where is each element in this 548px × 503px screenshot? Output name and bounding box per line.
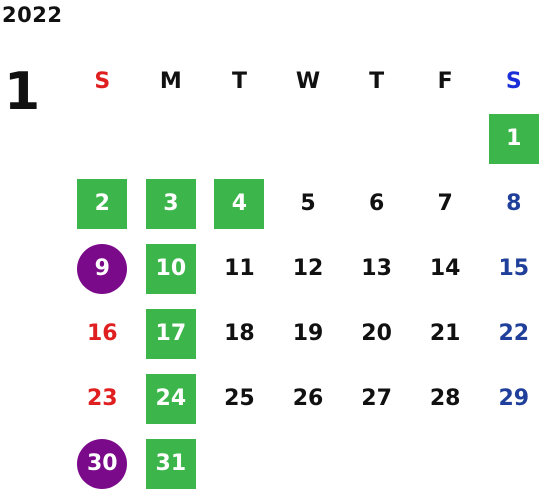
- weekday-header: S M T W T F S: [68, 56, 548, 106]
- week-row: 16 17 18 19 20 21 22: [68, 301, 548, 366]
- day-cell-3[interactable]: 3: [137, 178, 206, 229]
- day-cell-30[interactable]: 30: [68, 438, 137, 489]
- day-cell-2[interactable]: 2: [68, 178, 137, 229]
- day-number: 1: [488, 113, 539, 164]
- week-row: 23 24 25 26 27 28 29: [68, 366, 548, 431]
- day-number: 17: [145, 308, 196, 359]
- year-label: 2022: [2, 3, 63, 27]
- day-cell-6[interactable]: 6: [342, 179, 411, 229]
- empty-day-cell: [342, 439, 411, 489]
- weekday-thu: T: [369, 68, 385, 94]
- day-cell-26[interactable]: 26: [274, 374, 343, 424]
- empty-day-cell: [274, 439, 343, 489]
- day-cell-27[interactable]: 27: [342, 374, 411, 424]
- day-cell-18[interactable]: 18: [205, 309, 274, 359]
- day-number: 21: [429, 321, 461, 346]
- day-number: 12: [292, 256, 324, 281]
- day-number: 19: [292, 321, 324, 346]
- empty-day-cell: [342, 114, 411, 164]
- day-cell-11[interactable]: 11: [205, 244, 274, 294]
- day-cell-1[interactable]: 1: [479, 113, 548, 164]
- empty-day-cell: [274, 114, 343, 164]
- day-cell-19[interactable]: 19: [274, 309, 343, 359]
- day-number: 4: [214, 178, 265, 229]
- day-number: 10: [145, 243, 196, 294]
- day-cell-8[interactable]: 8: [479, 179, 548, 229]
- empty-day-cell: [205, 114, 274, 164]
- weekday-tue: T: [231, 68, 247, 94]
- day-number: 30: [77, 438, 128, 489]
- day-number: 24: [145, 373, 196, 424]
- empty-day-cell: [68, 114, 137, 164]
- day-cell-5[interactable]: 5: [274, 179, 343, 229]
- day-cell-9[interactable]: 9: [68, 243, 137, 294]
- day-cell-21[interactable]: 21: [411, 309, 480, 359]
- day-cell-14[interactable]: 14: [411, 244, 480, 294]
- day-number: 18: [224, 321, 255, 346]
- day-number: 9: [77, 243, 128, 294]
- month-number: 1: [4, 62, 41, 122]
- week-row: 1: [68, 106, 548, 171]
- day-number: 14: [429, 256, 461, 281]
- empty-day-cell: [411, 439, 480, 489]
- day-cell-13[interactable]: 13: [342, 244, 411, 294]
- day-number: 31: [145, 438, 196, 489]
- day-cell-22[interactable]: 22: [479, 309, 548, 359]
- day-number: 5: [300, 191, 316, 216]
- day-number: 20: [361, 321, 392, 346]
- day-cell-12[interactable]: 12: [274, 244, 343, 294]
- day-number: 11: [224, 256, 255, 281]
- day-number: 23: [86, 386, 118, 411]
- day-number: 16: [86, 321, 118, 346]
- day-cell-28[interactable]: 28: [411, 374, 480, 424]
- day-number: 13: [361, 256, 392, 281]
- day-number: 2: [77, 178, 128, 229]
- empty-day-cell: [137, 114, 206, 164]
- day-cell-23[interactable]: 23: [68, 374, 137, 424]
- day-number: 8: [506, 191, 522, 216]
- day-number: 26: [292, 386, 324, 411]
- day-cell-16[interactable]: 16: [68, 309, 137, 359]
- weekday-wed: W: [295, 68, 321, 94]
- empty-day-cell: [479, 439, 548, 489]
- day-number: 25: [224, 386, 255, 411]
- day-cell-29[interactable]: 29: [479, 374, 548, 424]
- day-cell-10[interactable]: 10: [137, 243, 206, 294]
- day-cell-31[interactable]: 31: [137, 438, 206, 489]
- day-cell-24[interactable]: 24: [137, 373, 206, 424]
- day-number: 3: [145, 178, 196, 229]
- empty-day-cell: [411, 114, 480, 164]
- day-number: 6: [368, 191, 385, 216]
- day-cell-17[interactable]: 17: [137, 308, 206, 359]
- day-cell-7[interactable]: 7: [411, 179, 480, 229]
- day-cell-4[interactable]: 4: [205, 178, 274, 229]
- day-cell-20[interactable]: 20: [342, 309, 411, 359]
- weekday-mon: M: [159, 68, 182, 94]
- week-row: 30 31: [68, 431, 548, 496]
- day-number: 29: [498, 386, 530, 411]
- empty-day-cell: [205, 439, 274, 489]
- weekday-sat: S: [505, 68, 522, 94]
- weekday-fri: F: [437, 68, 453, 94]
- day-cell-15[interactable]: 15: [479, 244, 548, 294]
- day-number: 22: [498, 321, 530, 346]
- weekday-sun: S: [94, 68, 111, 94]
- day-number: 7: [437, 191, 453, 216]
- day-number: 27: [361, 386, 392, 411]
- day-cell-25[interactable]: 25: [205, 374, 274, 424]
- week-row: 9 10 11 12 13 14 15: [68, 236, 548, 301]
- day-number: 15: [498, 256, 530, 281]
- day-number: 28: [429, 386, 461, 411]
